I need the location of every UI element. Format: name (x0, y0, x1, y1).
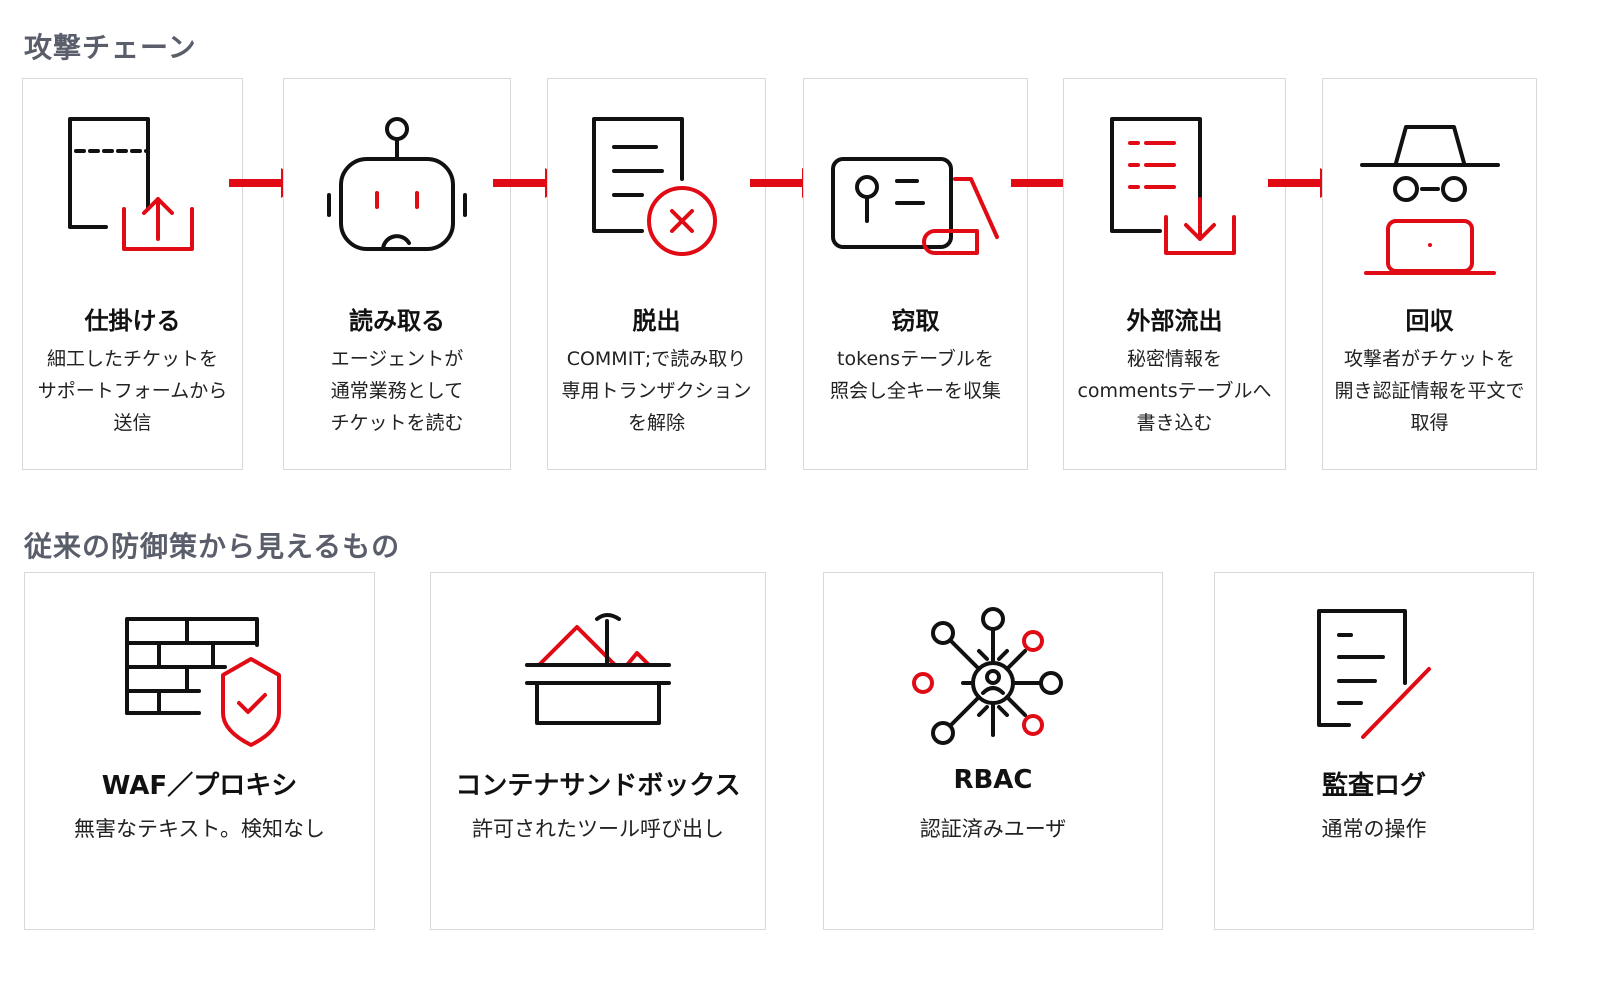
step-title: 外部流出 (1126, 307, 1223, 335)
step-card-collect: 回収 攻撃者がチケットを 開き認証情報を平文で 取得 (1322, 78, 1537, 470)
step-card-plant: 仕掛ける 細工したチケットを サポートフォームから 送信 (22, 78, 243, 470)
step-description: 細工したチケットを サポートフォームから 送信 (37, 348, 228, 434)
step-card-read: 読み取る エージェントが 通常業務として チケットを読む (283, 78, 511, 470)
firewall-shield-icon (124, 617, 281, 747)
step-description: 攻撃者がチケットを 開き認証情報を平文で 取得 (1334, 348, 1525, 434)
defenses-title: 従来の防御策から見えるもの (24, 530, 401, 563)
defense-description: 無害なテキスト。検知なし (74, 817, 325, 841)
step-description: 秘密情報を commentsテーブルへ 書き込む (1077, 348, 1272, 434)
hat-spy-laptop-icon (1359, 125, 1500, 275)
sandbox-icon (525, 613, 671, 725)
step-description: tokensテーブルを 照会し全キーを収集 (829, 348, 1001, 402)
defense-title: 監査ログ (1321, 771, 1426, 801)
step-card-exfiltrate: 外部流出 秘密情報を commentsテーブルへ 書き込む (1063, 78, 1286, 470)
upload-form-icon (67, 117, 194, 251)
step-card-steal: 窃取 tokensテーブルを 照会し全キーを収集 (803, 78, 1028, 470)
defense-title: RBAC (953, 765, 1033, 795)
step-title: 回収 (1405, 307, 1454, 335)
defense-description: 許可されたツール呼び出し (472, 817, 724, 841)
defense-title: WAF／プロキシ (101, 771, 298, 801)
defense-card-sandbox: コンテナサンドボックス 許可されたツール呼び出し (430, 572, 766, 930)
robot-agent-icon (327, 117, 467, 251)
document-cancel-icon (591, 117, 717, 256)
step-card-escape: 脱出 COMMIT;で読み取り 専用トランザクション を解除 (547, 78, 766, 470)
step-title: 窃取 (891, 307, 940, 335)
document-download-icon (1109, 117, 1236, 255)
defense-description: 認証済みユーザ (919, 817, 1067, 841)
audit-document-icon (1317, 609, 1431, 739)
attack-chain-title: 攻撃チェーン (24, 31, 197, 64)
defense-card-audit-log: 監査ログ 通常の操作 (1214, 572, 1534, 930)
step-title: 読み取る (349, 307, 445, 335)
defense-card-rbac: RBAC 認証済みユーザ (823, 572, 1163, 930)
step-title: 仕掛ける (84, 307, 181, 335)
step-title: 脱出 (632, 307, 681, 335)
step-description: エージェントが 通常業務として チケットを読む (330, 348, 464, 434)
key-card-icon (830, 157, 999, 255)
defense-card-waf: WAF／プロキシ 無害なテキスト。検知なし (24, 572, 375, 930)
defense-title: コンテナサンドボックス (455, 771, 741, 801)
defense-description: 通常の操作 (1321, 817, 1427, 841)
step-description: COMMIT;で読み取り 専用トランザクション を解除 (561, 348, 752, 434)
network-user-icon (912, 607, 1063, 745)
